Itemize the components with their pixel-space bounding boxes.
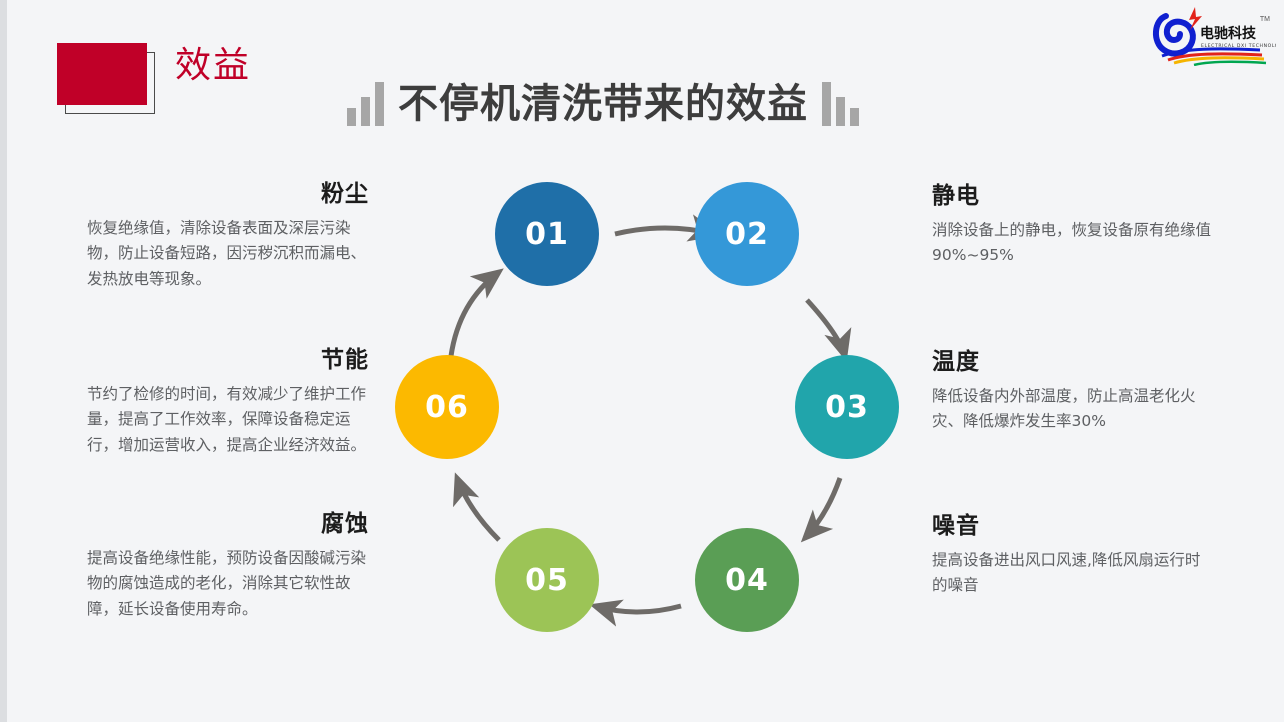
benefit-title-dust: 粉尘 bbox=[321, 181, 369, 207]
benefit-title-static: 静电 bbox=[932, 183, 980, 209]
cycle-diagram: 01 02 03 04 05 06 bbox=[377, 160, 917, 660]
benefit-title-temperature: 温度 bbox=[932, 349, 980, 375]
section-label: 效益 bbox=[175, 45, 252, 86]
svg-text:电驰科技: 电驰科技 bbox=[1200, 25, 1257, 42]
benefit-title-corrosion: 腐蚀 bbox=[321, 511, 369, 537]
cycle-node-05[interactable]: 05 bbox=[495, 528, 599, 632]
page-title: 不停机清洗带来的效益 bbox=[398, 81, 808, 127]
trademark-symbol: TM bbox=[1259, 16, 1270, 23]
benefit-body-noise: 提高设备进出风口风速,降低风扇运行时的噪音 bbox=[932, 551, 1201, 595]
benefit-body-corrosion: 提高设备绝缘性能，预防设备因酸碱污染物的腐蚀造成的老化，消除其它软性故障，延长设… bbox=[87, 549, 367, 618]
benefit-body-static: 消除设备上的静电，恢复设备原有绝缘值90%~95% bbox=[932, 221, 1212, 265]
benefit-title-energy: 节能 bbox=[321, 347, 369, 373]
benefit-block-energy: 节能 节约了检修的时间，有效减少了维护工作量，提高了工作效率，保障设备稳定运行，… bbox=[87, 347, 369, 458]
cycle-node-02-label: 02 bbox=[725, 216, 769, 252]
benefit-block-corrosion: 腐蚀 提高设备绝缘性能，预防设备因酸碱污染物的腐蚀造成的老化，消除其它软性故障，… bbox=[87, 511, 369, 622]
arrow-06-to-01 bbox=[448, 268, 504, 357]
bar-chart-decor-left-icon bbox=[347, 82, 384, 126]
corner-badge bbox=[57, 43, 155, 114]
bar-chart-decor-right-icon bbox=[822, 82, 859, 126]
cycle-node-03[interactable]: 03 bbox=[795, 355, 899, 459]
cycle-node-04-label: 04 bbox=[725, 562, 769, 598]
svg-text:ELECTRICAL DXI TECHNOLOGY: ELECTRICAL DXI TECHNOLOGY bbox=[1201, 43, 1276, 49]
cycle-node-04[interactable]: 04 bbox=[695, 528, 799, 632]
arrow-04-to-05 bbox=[589, 599, 682, 627]
cycle-node-03-label: 03 bbox=[825, 389, 869, 425]
cycle-node-06-label: 06 bbox=[425, 389, 469, 425]
cycle-node-01[interactable]: 01 bbox=[495, 182, 599, 286]
cycle-node-06[interactable]: 06 bbox=[395, 355, 499, 459]
company-logo: 电驰科技 ELECTRICAL DXI TECHNOLOGY TM bbox=[1148, 4, 1284, 67]
benefit-title-noise: 噪音 bbox=[932, 513, 980, 539]
corner-badge-fill bbox=[57, 43, 147, 105]
benefit-body-temperature: 降低设备内外部温度，防止高温老化火灾、降低爆炸发生率30% bbox=[932, 387, 1196, 431]
benefit-block-temperature: 温度 降低设备内外部温度，防止高温老化火灾、降低爆炸发生率30% bbox=[932, 349, 1214, 435]
benefit-block-noise: 噪音 提高设备进出风口风速,降低风扇运行时的噪音 bbox=[932, 513, 1214, 599]
benefit-body-dust: 恢复绝缘值，清除设备表面及深层污染物，防止设备短路，因污秽沉积而漏电、发热放电等… bbox=[87, 219, 367, 288]
benefit-block-dust: 粉尘 恢复绝缘值，清除设备表面及深层污染物，防止设备短路，因污秽沉积而漏电、发热… bbox=[87, 181, 369, 292]
benefit-block-static: 静电 消除设备上的静电，恢复设备原有绝缘值90%~95% bbox=[932, 183, 1214, 269]
cycle-node-05-label: 05 bbox=[525, 562, 569, 598]
arrow-05-to-06 bbox=[453, 472, 501, 542]
arrow-03-to-04 bbox=[800, 477, 843, 543]
cycle-node-01-label: 01 bbox=[525, 216, 569, 252]
page-title-group: 不停机清洗带来的效益 bbox=[347, 70, 859, 126]
benefit-body-energy: 节约了检修的时间，有效减少了维护工作量，提高了工作效率，保障设备稳定运行，增加运… bbox=[87, 385, 367, 454]
arrow-02-to-03 bbox=[805, 298, 852, 362]
cycle-node-02[interactable]: 02 bbox=[695, 182, 799, 286]
